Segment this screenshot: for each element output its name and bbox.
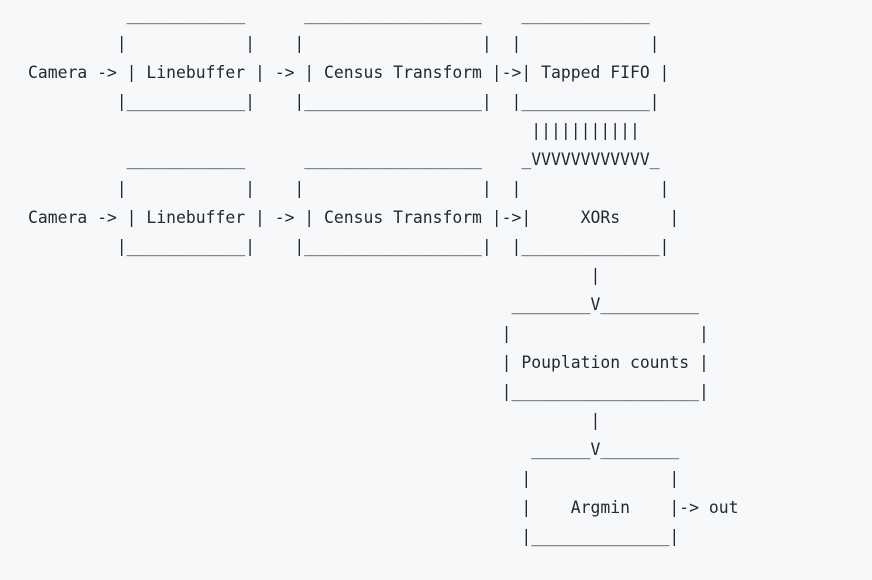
diagram-line: | | bbox=[28, 469, 680, 488]
diagram-line: Camera -> | Linebuffer | -> | Census Tra… bbox=[28, 208, 680, 227]
diagram-line: ||||||||||| bbox=[28, 121, 640, 140]
diagram-line: | Pouplation counts | bbox=[28, 353, 709, 372]
diagram-line: | bbox=[28, 411, 601, 430]
diagram-line: ____________ __________________ _VVVVVVV… bbox=[28, 150, 660, 169]
diagram-line: | | | | | | bbox=[28, 34, 660, 53]
diagram-line: | | | | | | bbox=[28, 179, 670, 198]
diagram-line: |____________| |__________________| |___… bbox=[28, 237, 670, 256]
diagram-line: | bbox=[28, 266, 601, 285]
diagram-line: |___________________| bbox=[28, 382, 709, 401]
diagram-line: |______________| bbox=[28, 527, 680, 546]
diagram-line: | Argmin |-> out bbox=[28, 498, 739, 517]
ascii-diagram: ____________ __________________ ________… bbox=[28, 0, 868, 580]
diagram-line: |____________| |__________________| |___… bbox=[28, 92, 660, 111]
diagram-line: ______V________ bbox=[28, 440, 680, 459]
diagram-line: Camera -> | Linebuffer | -> | Census Tra… bbox=[28, 63, 670, 82]
diagram-line: ____________ __________________ ________… bbox=[28, 5, 650, 24]
diagram-line: ________V__________ bbox=[28, 295, 700, 314]
diagram-line: | | bbox=[28, 324, 709, 343]
